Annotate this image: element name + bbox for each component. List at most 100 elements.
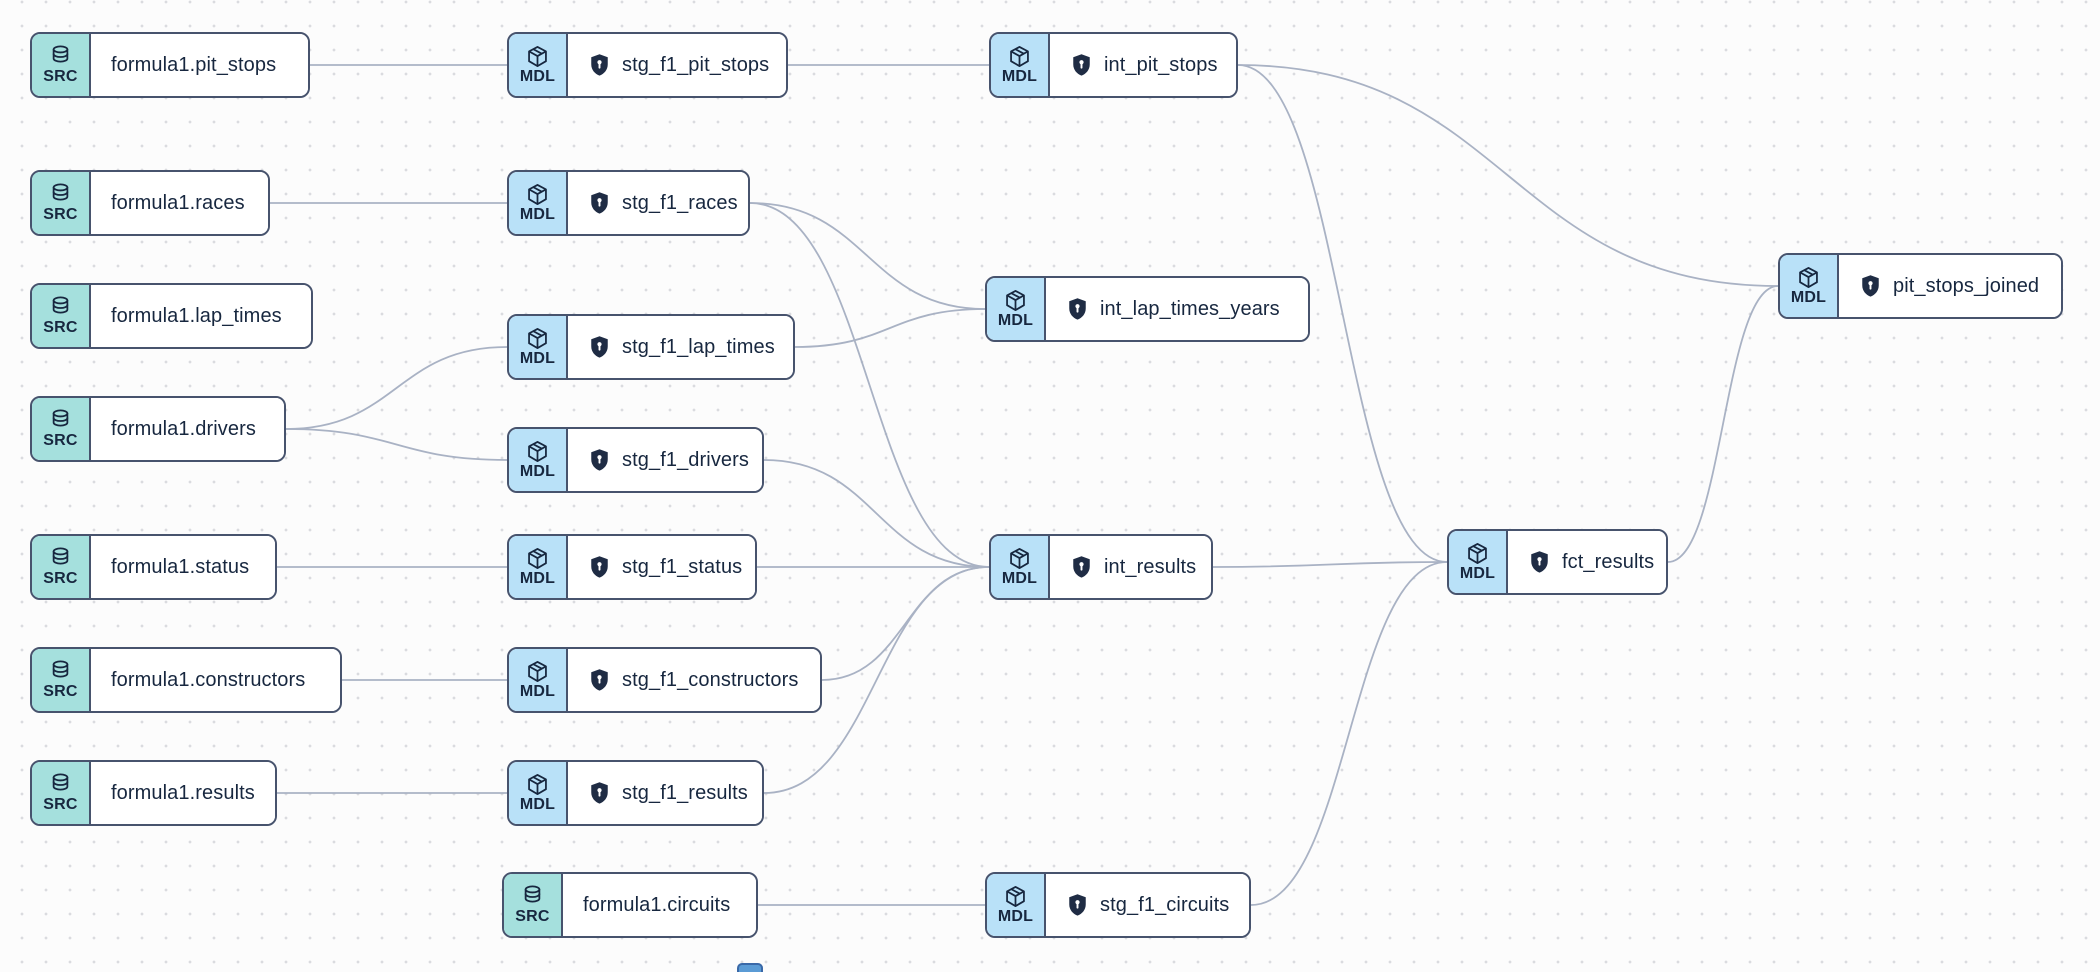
node-type-label: SRC [515,908,550,926]
node-type-label: MDL [1459,565,1496,583]
cube-icon [1465,541,1490,566]
node-type-badge: SRC [32,398,91,460]
shield-icon [588,448,611,473]
node-type-badge: SRC [32,536,91,598]
lineage-edge-src_drivers-to-stg_f1_lap_times [285,346,508,430]
lineage-edge-stg_f1_results-to-int_results [763,566,990,794]
node-label: formula1.pit_stops [111,53,277,76]
node-int_pit_stops[interactable]: MDL int_pit_stops [989,32,1238,98]
node-label: stg_f1_races [622,191,738,214]
node-type-badge: MDL [1449,531,1508,593]
node-stg_f1_lap_times[interactable]: MDL stg_f1_lap_times [507,314,795,380]
cube-icon [525,439,550,464]
node-type-label: MDL [1001,68,1038,86]
node-label: fct_results [1562,550,1655,573]
lineage-edge-stg_f1_lap_times-to-int_lap_times_years [794,308,986,348]
lineage-edge-stg_f1_drivers-to-int_results [763,459,990,568]
lineage-edge-int_results-to-fct_results [1212,561,1448,568]
node-src_races[interactable]: SRC formula1.races [30,170,270,236]
node-label: int_pit_stops [1104,53,1218,76]
node-type-label: MDL [519,68,556,86]
cube-icon [525,326,550,351]
node-stg_f1_pit_stops[interactable]: MDL stg_f1_pit_stops [507,32,788,98]
lineage-edge-src_drivers-to-stg_f1_drivers [285,428,508,461]
node-body: formula1.circuits [563,874,756,936]
node-label: stg_f1_pit_stops [622,53,770,76]
node-type-label: MDL [519,206,556,224]
node-body: int_lap_times_years [1046,278,1308,340]
node-stg_f1_races[interactable]: MDL stg_f1_races [507,170,750,236]
lineage-edge-stg_f1_constructors-to-int_results [821,566,990,681]
node-type-label: MDL [1790,289,1827,307]
node-stg_f1_results[interactable]: MDL stg_f1_results [507,760,764,826]
database-icon [520,884,545,909]
shield-icon [588,191,611,216]
shield-icon [588,53,611,78]
shield-icon [1859,274,1882,299]
node-type-badge: MDL [509,316,568,378]
node-body: stg_f1_pit_stops [568,34,786,96]
shield-icon [1070,53,1093,78]
node-label: pit_stops_joined [1893,274,2040,297]
database-icon [48,182,73,207]
node-type-badge: MDL [509,762,568,824]
node-label: stg_f1_constructors [622,668,799,691]
shield-icon [1528,550,1551,575]
database-icon [48,295,73,320]
node-src_circuits[interactable]: SRC formula1.circuits [502,872,758,938]
node-type-badge: MDL [509,649,568,711]
node-type-badge: MDL [991,34,1050,96]
cube-icon [525,772,550,797]
node-label: stg_f1_circuits [1100,893,1230,916]
cube-icon [1003,884,1028,909]
node-type-badge: MDL [987,874,1046,936]
node-pit_stops_joined[interactable]: MDL pit_stops_joined [1778,253,2063,319]
node-label: stg_f1_status [622,555,743,578]
node-label: stg_f1_results [622,781,748,804]
cube-icon [525,659,550,684]
shield-icon [588,555,611,580]
node-type-label: SRC [43,432,78,450]
node-stg_f1_constructors[interactable]: MDL stg_f1_constructors [507,647,822,713]
node-body: formula1.status [91,536,275,598]
node-body: formula1.lap_times [91,285,311,347]
node-body: stg_f1_constructors [568,649,820,711]
lineage-edge-int_pit_stops-to-pit_stops_joined [1237,64,1779,287]
node-type-label: MDL [519,570,556,588]
database-icon [48,659,73,684]
node-label: stg_f1_lap_times [622,335,775,358]
node-body: stg_f1_drivers [568,429,762,491]
shield-icon [1066,297,1089,322]
node-type-badge: MDL [1780,255,1839,317]
node-stg_f1_circuits[interactable]: MDL stg_f1_circuits [985,872,1251,938]
node-label: formula1.races [111,191,245,214]
node-fct_results[interactable]: MDL fct_results [1447,529,1668,595]
cube-icon [1007,546,1032,571]
database-icon [48,44,73,69]
node-stg_f1_status[interactable]: MDL stg_f1_status [507,534,757,600]
node-type-badge: SRC [32,762,91,824]
node-label: int_results [1104,555,1197,578]
lineage-edge-int_pit_stops-to-fct_results [1237,64,1448,563]
cube-icon [525,44,550,69]
node-type-badge: MDL [509,429,568,491]
node-label: int_lap_times_years [1100,297,1280,320]
node-type-badge: MDL [509,536,568,598]
node-type-label: SRC [43,206,78,224]
cube-icon [525,182,550,207]
node-type-label: MDL [997,908,1034,926]
node-body: stg_f1_circuits [1046,874,1249,936]
node-body: stg_f1_results [568,762,762,824]
node-body: pit_stops_joined [1839,255,2061,317]
